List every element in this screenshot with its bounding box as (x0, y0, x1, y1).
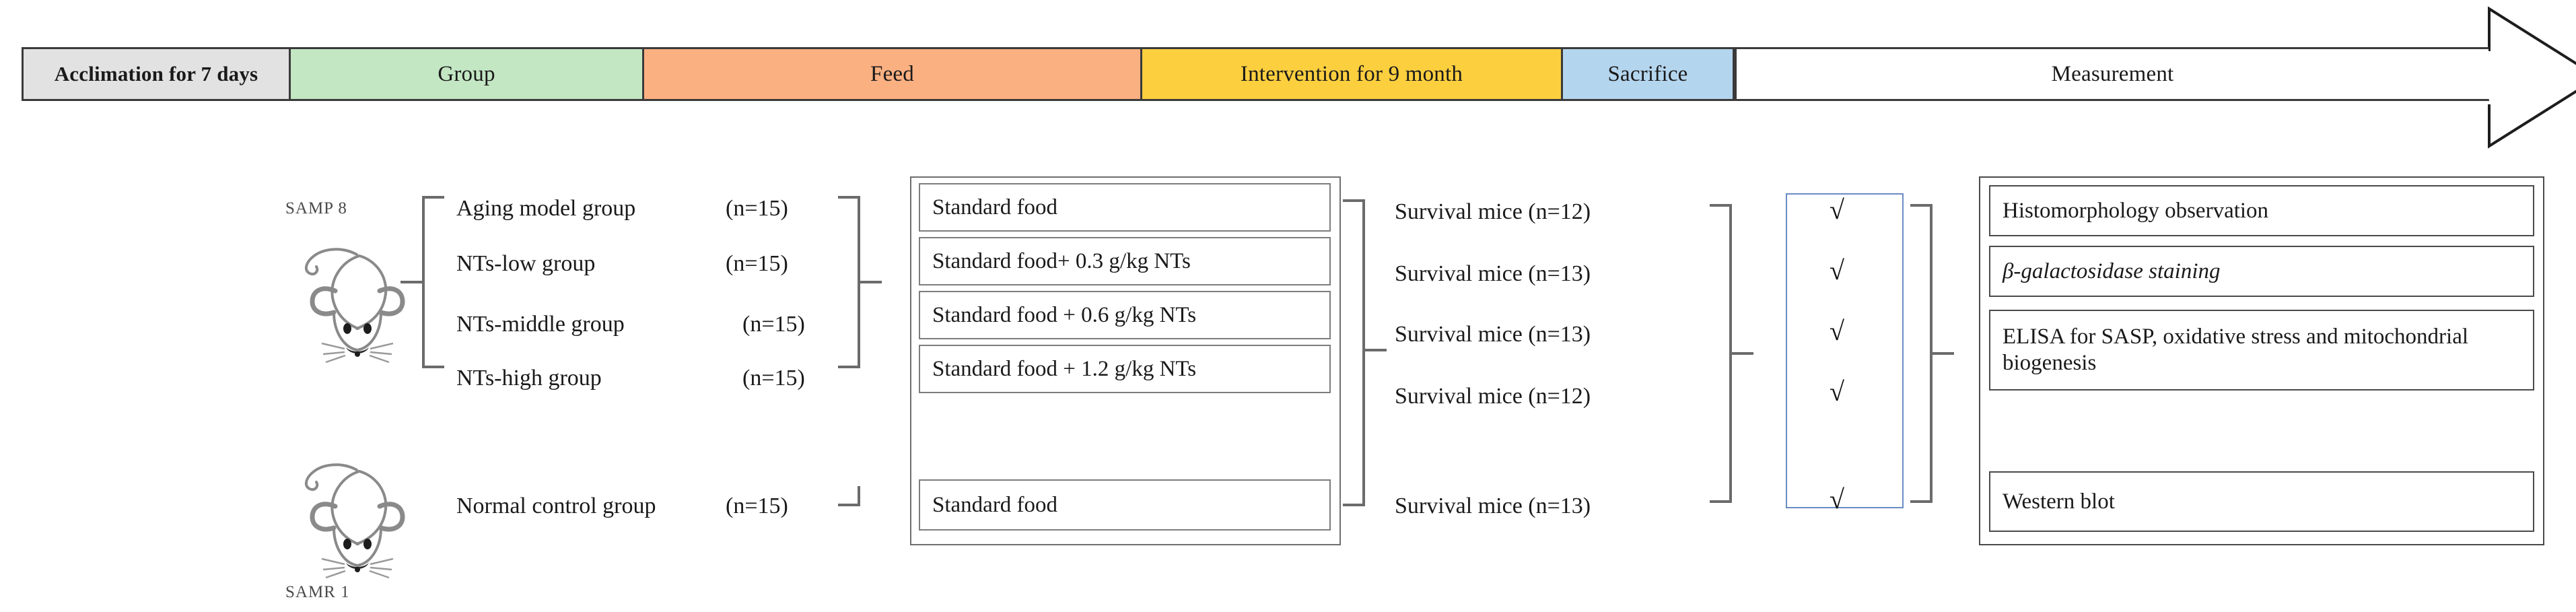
measurement-text-1: β-galactosidase staining (2003, 259, 2221, 283)
bracket-survival (1710, 204, 1732, 503)
measurement-box-2: ELISA for SASP, oxidative stress and mit… (1989, 310, 2534, 390)
group-n-0: (n=15) (726, 197, 788, 220)
sacrifice-check-1: √ (1830, 257, 1844, 284)
group-n-text-3: (n=15) (742, 366, 805, 390)
banner-label-measurement: Measurement (2051, 61, 2174, 86)
group-name-0: Aging model group (456, 196, 636, 221)
strain-label-samp8: SAMP 8 (285, 199, 347, 218)
group-label-0: Aging model group (456, 197, 635, 220)
group-name-2: NTs-middle group (456, 312, 625, 337)
group-n-text-1: (n=15) (726, 251, 788, 276)
sacrifice-check-4: √ (1830, 486, 1844, 513)
sacrifice-check-0: √ (1830, 197, 1844, 224)
mouse-icon-samr1 (305, 463, 405, 579)
survival-label-3: Survival mice (n=12) (1395, 385, 1591, 408)
feed-box-4: Standard food (919, 479, 1331, 531)
survival-text-4: Survival mice (n=13) (1395, 494, 1591, 518)
check-icon-4: √ (1830, 484, 1844, 514)
measurement-box-3: Western blot (1989, 471, 2534, 532)
group-name-3: NTs-high group (456, 366, 602, 390)
check-icon-3: √ (1830, 376, 1844, 407)
feed-box-2: Standard food + 0.6 g/kg NTs (919, 291, 1331, 339)
feed-text-0: Standard food (932, 195, 1058, 219)
strain-text-samp8: SAMP 8 (285, 199, 347, 217)
banner-segment-acclimation: Acclimation for 7 days (22, 47, 291, 101)
group-label-4: Normal control group (456, 495, 656, 518)
group-label-2: NTs-middle group (456, 313, 625, 336)
survival-label-4: Survival mice (n=13) (1395, 495, 1591, 518)
group-n-text-2: (n=15) (742, 312, 805, 337)
feed-text-4: Standard food (932, 492, 1058, 517)
timeline-banner: Acclimation for 7 days Group Feed Interv… (22, 6, 2576, 149)
banner-segment-measurement: Measurement (1735, 47, 2488, 101)
group-n-4: (n=15) (726, 495, 788, 518)
measurement-box-1: β-galactosidase staining (1989, 246, 2534, 297)
banner-segment-intervention: Intervention for 9 month (1142, 47, 1563, 101)
group-n-1: (n=15) (726, 252, 788, 275)
feed-text-1: Standard food+ 0.3 g/kg NTs (932, 248, 1191, 273)
banner-segment-group: Group (291, 47, 644, 101)
banner-label-sacrifice: Sacrifice (1607, 61, 1688, 86)
arrow-head-icon (2488, 6, 2576, 149)
bracket-n-samp8 (838, 196, 860, 368)
bracket-feed-right (1343, 199, 1365, 506)
group-n-3: (n=15) (742, 367, 805, 390)
group-n-2: (n=15) (742, 313, 805, 336)
banner-segment-sacrifice: Sacrifice (1563, 47, 1735, 101)
strain-text-samr1: SAMR 1 (285, 583, 350, 601)
feed-text-3: Standard food + 1.2 g/kg NTs (932, 356, 1197, 381)
survival-text-1: Survival mice (n=13) (1395, 261, 1591, 286)
sacrifice-box (1786, 193, 1904, 508)
feed-box-1: Standard food+ 0.3 g/kg NTs (919, 237, 1331, 285)
check-icon-2: √ (1830, 316, 1844, 346)
group-label-1: NTs-low group (456, 252, 595, 275)
banner-label-intervention: Intervention for 9 month (1240, 61, 1463, 86)
measurement-box-0: Histomorphology observation (1989, 185, 2534, 236)
banner-segment-feed: Feed (644, 47, 1142, 101)
group-label-3: NTs-high group (456, 367, 602, 390)
bracket-sacrifice (1910, 204, 1933, 503)
survival-text-0: Survival mice (n=12) (1395, 199, 1591, 224)
measurement-text-2: ELISA for SASP, oxidative stress and mit… (2003, 325, 2469, 375)
survival-text-3: Survival mice (n=12) (1395, 384, 1591, 409)
check-icon-0: √ (1830, 195, 1844, 225)
banner-label-acclimation: Acclimation for 7 days (54, 62, 258, 86)
banner-label-group: Group (438, 61, 495, 86)
sacrifice-check-3: √ (1830, 378, 1844, 405)
feed-text-2: Standard food + 0.6 g/kg NTs (932, 302, 1197, 327)
group-n-text-4: (n=15) (726, 494, 788, 518)
survival-label-0: Survival mice (n=12) (1395, 201, 1591, 224)
survival-label-1: Survival mice (n=13) (1395, 263, 1591, 285)
strain-label-samr1: SAMR 1 (285, 583, 350, 602)
feed-box-3: Standard food + 1.2 g/kg NTs (919, 345, 1331, 393)
survival-label-2: Survival mice (n=13) (1395, 323, 1591, 346)
sacrifice-check-2: √ (1830, 318, 1844, 345)
connector-normal-control (838, 486, 860, 506)
measurement-text-3: Western blot (2003, 489, 2115, 514)
measurement-text-0: Histomorphology observation (2003, 198, 2269, 223)
survival-text-2: Survival mice (n=13) (1395, 322, 1591, 347)
group-name-1: NTs-low group (456, 251, 596, 276)
banner-label-feed: Feed (870, 61, 914, 86)
group-n-text-0: (n=15) (726, 196, 788, 221)
mouse-icon-samp8 (305, 248, 405, 364)
group-name-4: Normal control group (456, 494, 656, 518)
feed-box-0: Standard food (919, 183, 1331, 232)
check-icon-1: √ (1830, 255, 1844, 285)
bracket-samp8 (422, 196, 444, 368)
